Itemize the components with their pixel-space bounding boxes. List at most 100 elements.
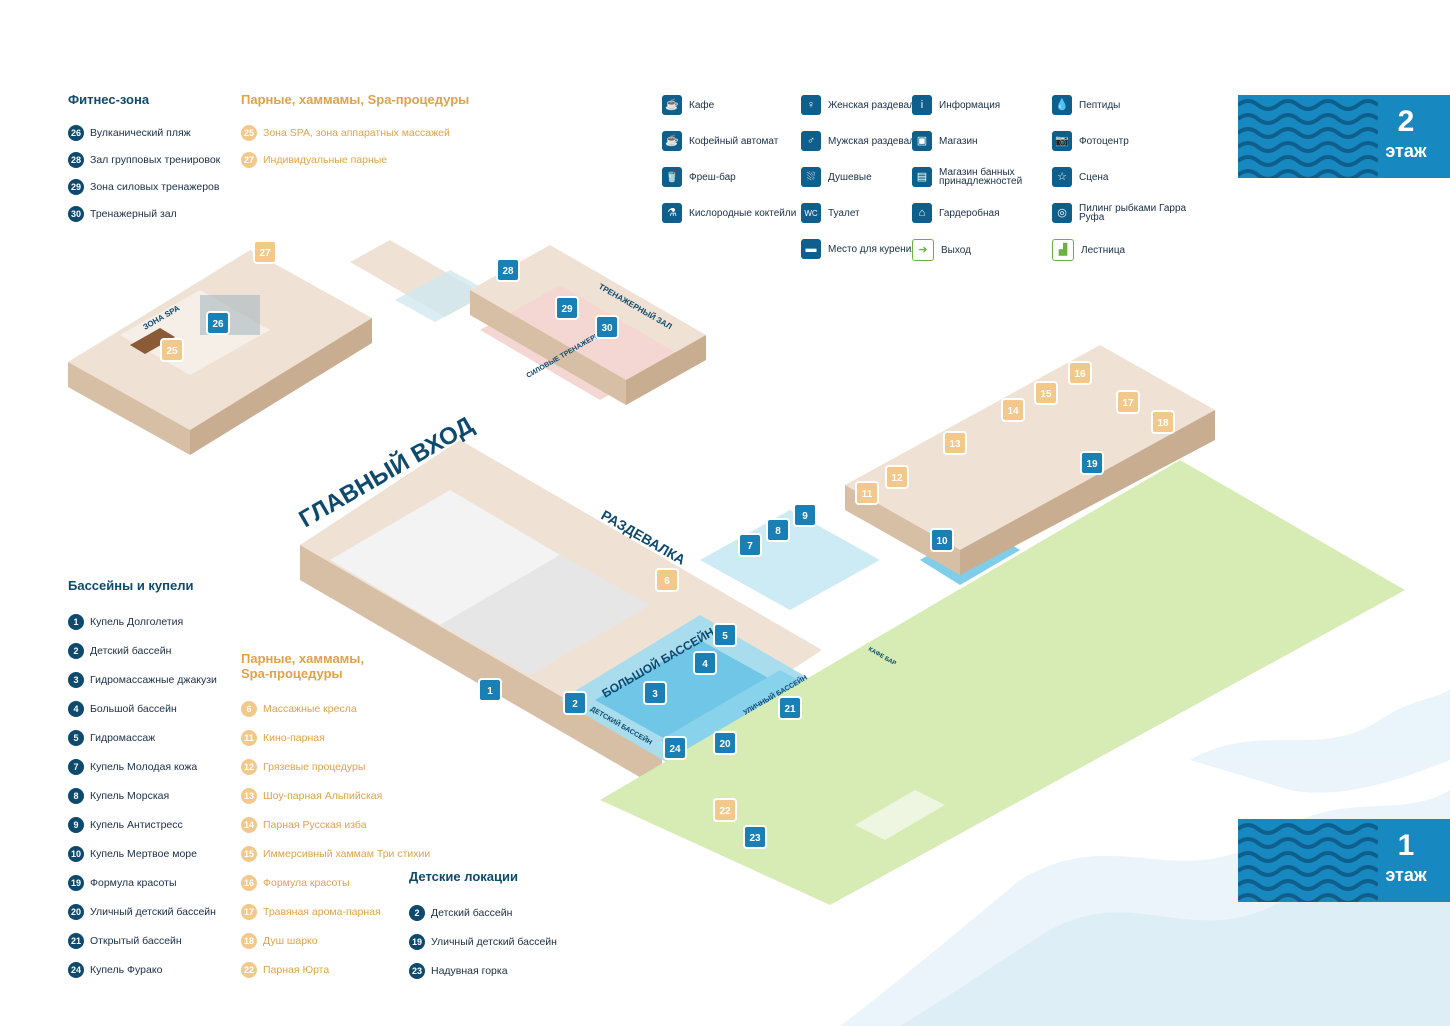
map-marker-1[interactable]: 1: [478, 678, 502, 702]
legend-number-badge: 24: [68, 961, 84, 978]
map-marker-12[interactable]: 12: [885, 465, 909, 489]
map-marker-23[interactable]: 23: [743, 825, 767, 849]
legend-number-badge: 11: [241, 729, 257, 746]
map-marker-number: 5: [722, 631, 728, 642]
floor-1-badge[interactable]: 1 этаж: [1238, 819, 1450, 902]
legend-number-badge: 19: [409, 933, 425, 950]
map-marker-16[interactable]: 16: [1068, 361, 1092, 385]
smoking-area-icon: ▬: [801, 239, 821, 259]
floor2-left-block: [68, 250, 372, 455]
legend-item-label: Шоу-парная Альпийская: [263, 789, 383, 802]
map-marker-11[interactable]: 11: [855, 481, 879, 505]
legend-item-label: Формула красоты: [90, 876, 177, 889]
stairs-icon: ▟: [1052, 239, 1074, 261]
map-marker-5[interactable]: 5: [713, 623, 737, 647]
map-marker-26[interactable]: 26: [206, 311, 230, 335]
map-marker-number: 11: [862, 489, 873, 500]
map-marker-4[interactable]: 4: [693, 651, 717, 675]
map-marker-29[interactable]: 29: [555, 296, 579, 320]
map-marker-number: 29: [561, 304, 573, 315]
map-marker-bg: [713, 731, 737, 755]
map-marker-bg: [1068, 361, 1092, 385]
map-marker-number: 4: [702, 659, 708, 670]
legend-number-badge: 4: [68, 700, 84, 717]
amenity-item: 💧Пептиды: [1052, 95, 1192, 115]
legend-item-label: Парная Русская изба: [263, 818, 367, 831]
legend-item-label: Купель Фурако: [90, 963, 163, 976]
map-marker-25[interactable]: 25: [160, 338, 184, 362]
floor-2-badge[interactable]: 2 этаж: [1238, 95, 1450, 178]
amenity-label: Лестница: [1081, 244, 1126, 256]
map-marker-number: 3: [652, 689, 658, 700]
map-marker-number: 28: [502, 266, 514, 277]
amenity-item: ◎Пилинг рыбками Гарра Руфа: [1052, 203, 1192, 223]
map-marker-8[interactable]: 8: [766, 518, 790, 542]
map-marker-bg: [253, 240, 277, 264]
legend-number-badge: 1: [68, 613, 84, 630]
fish-peeling-icon: ◎: [1052, 203, 1072, 223]
legend-item-label: Купель Морская: [90, 789, 170, 802]
map-marker-21[interactable]: 21: [778, 696, 802, 720]
info-icon: i: [912, 95, 932, 115]
map-marker-17[interactable]: 17: [1116, 390, 1140, 414]
cafe-icon: ☕: [662, 95, 682, 115]
legend-item-label: Вулканический пляж: [90, 126, 191, 139]
spa-top-legend-title: Парные, хаммамы, Spa-процедуры: [241, 92, 470, 107]
amenity-label: Магазин банных принадлежностей: [939, 167, 1023, 187]
map-marker-30[interactable]: 30: [595, 315, 619, 339]
legend-number-badge: 23: [409, 962, 425, 979]
map-marker-22[interactable]: 22: [713, 798, 737, 822]
map-marker-20[interactable]: 20: [713, 731, 737, 755]
map-marker-27[interactable]: 27: [253, 240, 277, 264]
map-marker-number: 27: [259, 248, 271, 259]
amenity-item: ▟ Лестница: [1052, 239, 1192, 261]
amenity-label: Кофейный автомат: [689, 135, 779, 147]
oxygen-cocktail-icon: ⚗: [662, 203, 682, 223]
map-marker-bg: [855, 481, 879, 505]
map-marker-7[interactable]: 7: [738, 533, 762, 557]
map-marker-28[interactable]: 28: [496, 258, 520, 282]
map-marker-bg: [563, 691, 587, 715]
floor-2-number: 2: [1397, 105, 1415, 138]
amenity-item: ☆Сцена: [1052, 167, 1192, 187]
legend-item-label: Детский бассейн: [431, 906, 513, 919]
legend-number-badge: 29: [68, 178, 84, 195]
shop-icon: ▣: [912, 131, 932, 151]
map-marker-bg: [743, 825, 767, 849]
map-marker-13[interactable]: 13: [943, 431, 967, 455]
map-marker-19[interactable]: 19: [1080, 451, 1104, 475]
map-marker-2[interactable]: 2: [563, 691, 587, 715]
map-marker-number: 9: [802, 511, 808, 522]
legend-item: 24 Купель Фурако: [68, 955, 217, 984]
map-marker-14[interactable]: 14: [1001, 398, 1025, 422]
map-markers: 1234578910192021232426282930611121314151…: [160, 240, 1175, 849]
amenity-label: Туалет: [828, 207, 860, 219]
map-marker-number: 16: [1074, 369, 1086, 380]
amenity-item: ♂Мужская раздевалка: [801, 131, 941, 151]
map-marker-9[interactable]: 9: [793, 503, 817, 527]
map-marker-6[interactable]: 6: [655, 568, 679, 592]
coffee-machine-icon: ☕: [662, 131, 682, 151]
map-marker-24[interactable]: 24: [663, 736, 687, 760]
map-marker-15[interactable]: 15: [1034, 381, 1058, 405]
amenity-item: ⛆Душевые: [801, 167, 941, 187]
amenity-item: ➜Выход: [912, 239, 1052, 261]
amenity-item: ♀Женская раздевалка: [801, 95, 941, 115]
map-marker-10[interactable]: 10: [930, 528, 954, 552]
map-marker-18[interactable]: 18: [1151, 410, 1175, 434]
map-marker-3[interactable]: 3: [643, 681, 667, 705]
legend-item-label: Надувная горка: [431, 964, 508, 977]
